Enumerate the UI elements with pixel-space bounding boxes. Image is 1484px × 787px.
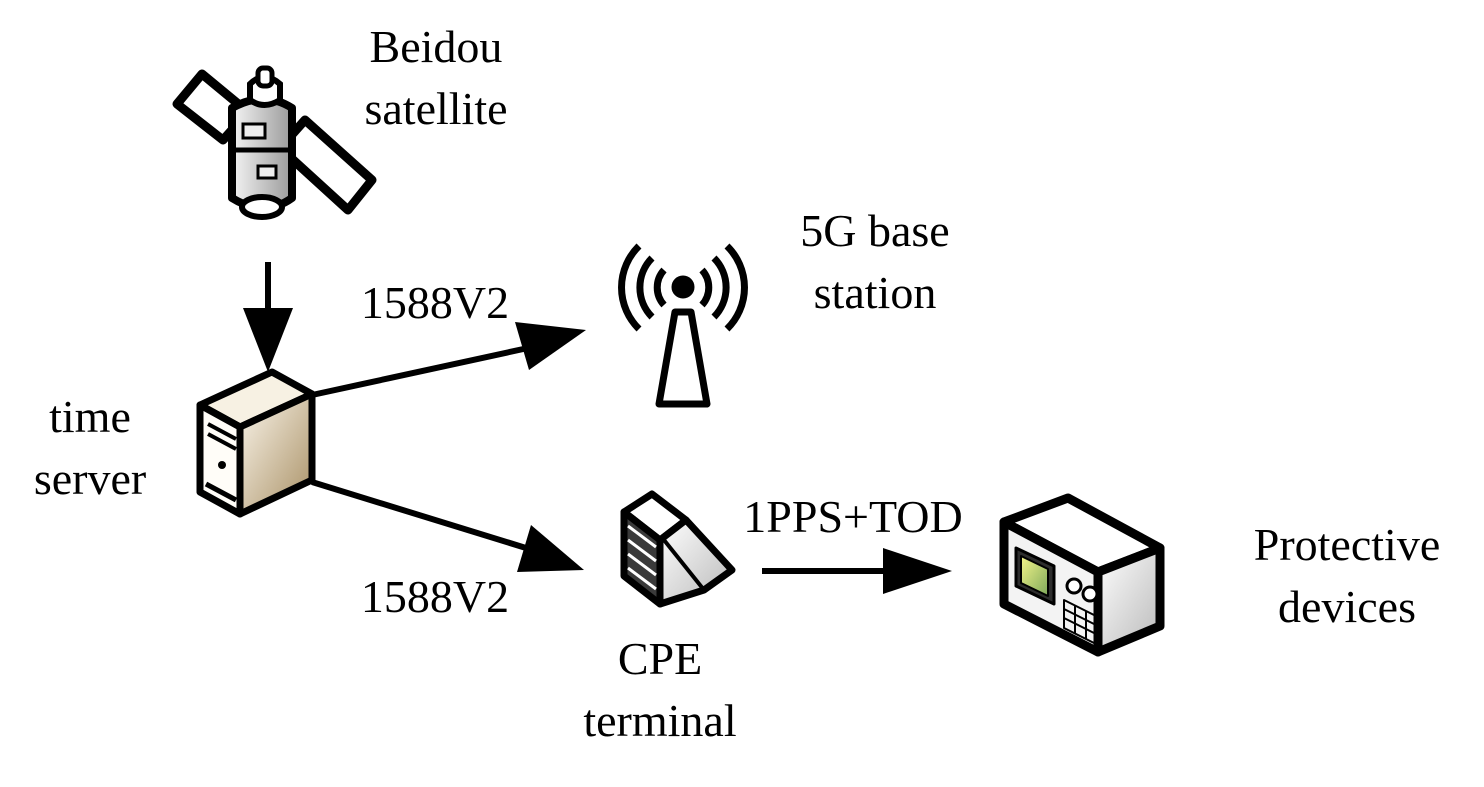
protective-device-icon — [999, 493, 1165, 657]
base-station-label-line-2: station — [813, 267, 937, 318]
cpe-terminal-label-line-2: terminal — [583, 695, 737, 746]
satellite-icon — [172, 65, 377, 220]
time-server-label: time server — [10, 386, 170, 510]
satellite-label-line-1: Beidou — [369, 21, 503, 72]
time-server-label-line-2: server — [33, 453, 147, 504]
edge-label-server-to-cpe: 1588V2 — [360, 571, 510, 622]
edge-label-cpe-to-device: 1PPS+TOD — [743, 491, 963, 542]
edge-satellite-to-server — [243, 262, 293, 372]
antenna-tower-icon — [618, 243, 748, 408]
edge-cpe-to-protective-devices — [762, 548, 952, 594]
cpe-router-icon — [620, 490, 736, 608]
base-station-label: 5G base station — [770, 200, 980, 324]
server-icon — [196, 368, 316, 518]
edge-server-to-base-station — [311, 322, 586, 398]
cpe-terminal-label-line-1: CPE — [617, 633, 703, 684]
time-server-label-line-1: time — [49, 391, 131, 442]
edge-label-server-to-base: 1588V2 — [360, 277, 510, 328]
satellite-label: Beidou satellite — [336, 16, 536, 140]
satellite-label-line-2: satellite — [364, 83, 508, 134]
protective-devices-label-line-1: Protective — [1253, 519, 1441, 570]
protective-devices-label: Protective devices — [1224, 514, 1470, 638]
protective-devices-label-line-2: devices — [1278, 581, 1416, 632]
edge-server-to-cpe — [311, 479, 584, 572]
cpe-terminal-label: CPE terminal — [560, 628, 760, 752]
base-station-label-line-1: 5G base — [800, 205, 950, 256]
